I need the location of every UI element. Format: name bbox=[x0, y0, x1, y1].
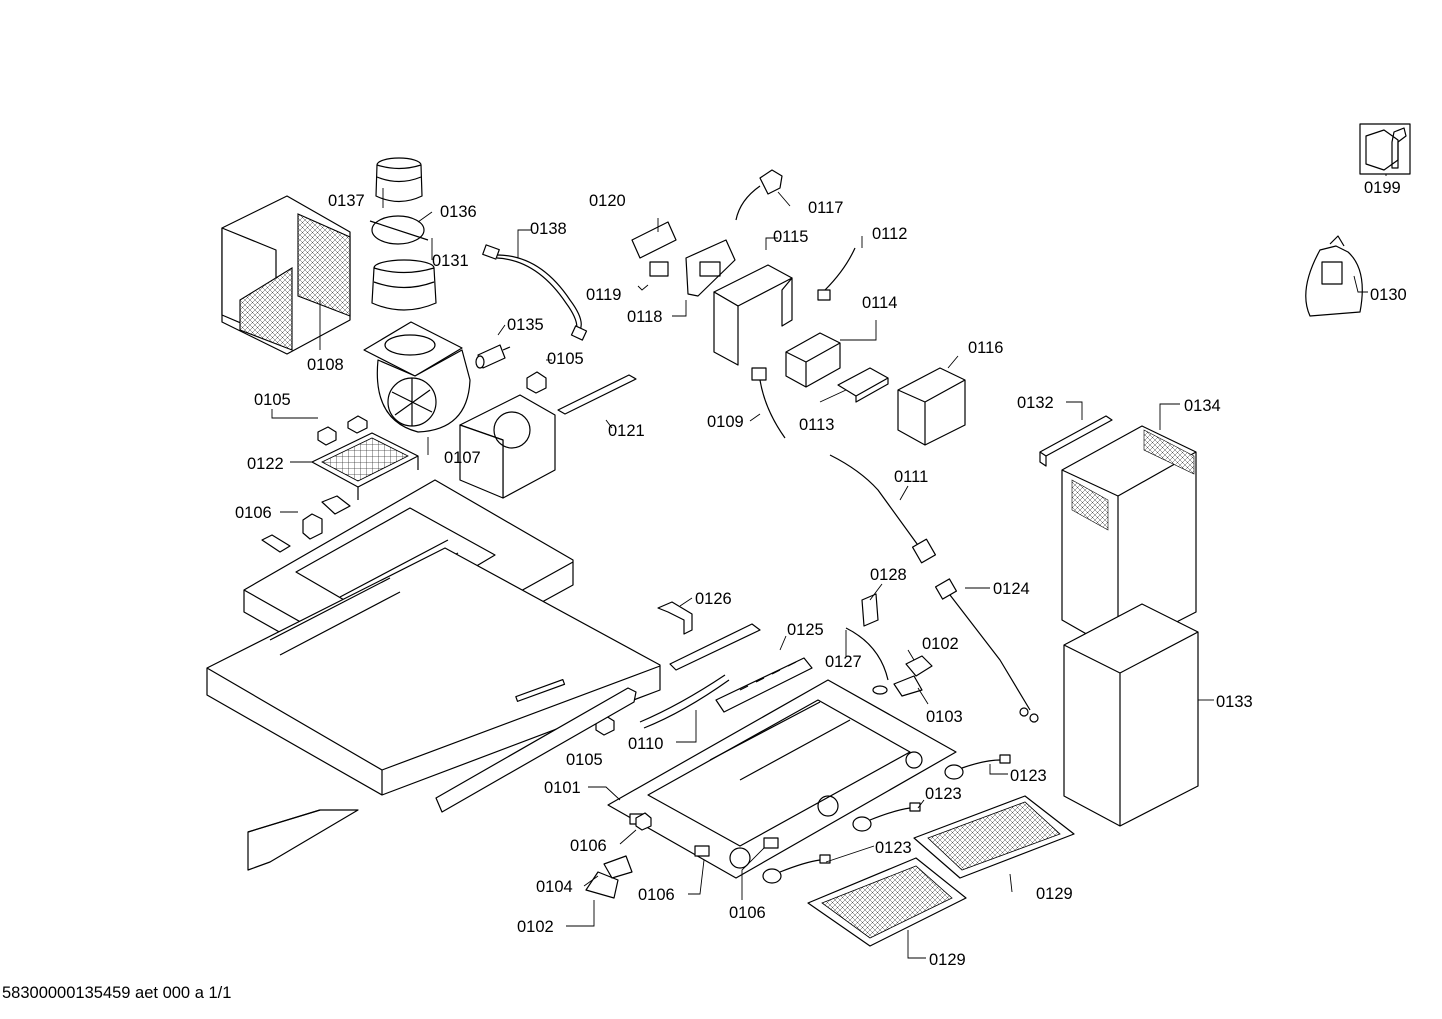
label-0105-b: 0105 bbox=[254, 391, 291, 409]
label-0117: 0117 bbox=[808, 199, 843, 217]
label-0123-c: 0123 bbox=[875, 839, 912, 857]
part-0138-cable bbox=[482, 244, 588, 341]
part-0127-sensor bbox=[845, 627, 889, 695]
part-0105-clip bbox=[317, 371, 615, 736]
label-0118: 0118 bbox=[627, 308, 662, 326]
label-0134: 0134 bbox=[1184, 397, 1221, 415]
motor-bracket bbox=[459, 394, 556, 499]
label-0127: 0127 bbox=[825, 653, 862, 671]
part-0101-lower-chassis bbox=[607, 679, 957, 879]
label-0104: 0104 bbox=[536, 878, 573, 896]
label-0102-a: 0102 bbox=[922, 635, 959, 653]
label-0103: 0103 bbox=[926, 708, 963, 726]
label-0131: 0131 bbox=[432, 252, 469, 270]
part-0125-control-strip bbox=[669, 623, 813, 713]
label-0105-a: 0105 bbox=[547, 350, 584, 368]
part-0123-lamp bbox=[762, 754, 1011, 884]
label-0199: 0199 bbox=[1364, 179, 1401, 197]
part-0116-filter-panel bbox=[897, 367, 966, 446]
part-0111-cable bbox=[829, 454, 937, 564]
part-0108-filter-box bbox=[221, 195, 351, 355]
label-0122: 0122 bbox=[247, 455, 284, 473]
label-0109: 0109 bbox=[707, 413, 744, 431]
part-0120-plate bbox=[631, 221, 677, 259]
leader-lines bbox=[271, 174, 1387, 959]
part-0104-knob-front bbox=[585, 855, 633, 899]
front-lip bbox=[247, 809, 359, 871]
document-code: 58300000135459 aet 000 a 1/1 bbox=[2, 984, 231, 1002]
label-0115: 0115 bbox=[773, 228, 808, 246]
label-0136: 0136 bbox=[440, 203, 477, 221]
label-0106-d: 0106 bbox=[729, 904, 766, 922]
label-0137: 0137 bbox=[328, 192, 365, 210]
label-0121: 0121 bbox=[608, 422, 645, 440]
part-0117-power-plug bbox=[735, 169, 783, 221]
part-0115-mounting-bracket bbox=[713, 264, 793, 366]
label-0129-b: 0129 bbox=[929, 951, 966, 969]
hood-main-body bbox=[206, 547, 661, 796]
label-0106-c: 0106 bbox=[638, 886, 675, 904]
label-0110: 0110 bbox=[628, 735, 663, 753]
part-0137-duct-collar bbox=[375, 157, 423, 203]
label-0106-a: 0106 bbox=[235, 504, 272, 522]
label-0125: 0125 bbox=[787, 621, 824, 639]
part-0135-capacitor bbox=[475, 344, 511, 369]
part-0132-chimney-bracket bbox=[1039, 415, 1113, 467]
label-0114: 0114 bbox=[862, 294, 897, 312]
label-0128: 0128 bbox=[870, 566, 907, 584]
part-0134-chimney-upper bbox=[1061, 425, 1197, 653]
label-0102-b: 0102 bbox=[517, 918, 554, 936]
label-0116: 0116 bbox=[968, 339, 1003, 357]
front-rail bbox=[435, 687, 637, 813]
part-0130-accessory-bag bbox=[1305, 235, 1363, 317]
label-0123-b: 0123 bbox=[925, 785, 962, 803]
label-0105-c: 0105 bbox=[566, 751, 603, 769]
label-0107: 0107 bbox=[444, 449, 481, 467]
label-0124: 0124 bbox=[993, 580, 1030, 598]
label-0133: 0133 bbox=[1216, 693, 1253, 711]
part-0114-transformer bbox=[785, 332, 841, 388]
part-0128-switch bbox=[861, 593, 879, 627]
part-0121-strip bbox=[557, 374, 637, 415]
part-0136-non-return-valve bbox=[369, 215, 429, 245]
part-0106-bracket-left bbox=[261, 495, 351, 553]
part-0133-chimney-lower bbox=[1063, 603, 1199, 827]
part-0107-fan-housing bbox=[363, 321, 471, 433]
part-0113-driver bbox=[837, 367, 889, 403]
part-labels: 0137 0136 0138 0131 0108 0135 0105 0105 … bbox=[235, 179, 1407, 969]
part-0124-cable bbox=[934, 578, 1039, 723]
label-0129-a: 0129 bbox=[1036, 885, 1073, 903]
label-0120: 0120 bbox=[589, 192, 626, 210]
part-0106-clip bbox=[635, 812, 652, 831]
label-0123-a: 0123 bbox=[1010, 767, 1047, 785]
label-0111: 0111 bbox=[894, 468, 928, 486]
part-0110-cable bbox=[639, 674, 730, 729]
part-0109-cable bbox=[751, 367, 786, 439]
label-0138: 0138 bbox=[530, 220, 567, 238]
part-0129-filter bbox=[807, 795, 1075, 947]
label-0112: 0112 bbox=[872, 225, 907, 243]
label-0106-b: 0106 bbox=[570, 837, 607, 855]
label-0130: 0130 bbox=[1370, 286, 1407, 304]
part-0102-knob bbox=[893, 655, 933, 697]
part-0118-switch-box bbox=[685, 239, 736, 297]
label-0126: 0126 bbox=[695, 590, 732, 608]
label-0113: 0113 bbox=[799, 416, 834, 434]
label-0132: 0132 bbox=[1017, 394, 1054, 412]
part-0131-duct-ring bbox=[371, 259, 437, 311]
part-0199-service-kit-icon bbox=[1359, 123, 1411, 175]
label-0119: 0119 bbox=[586, 286, 621, 304]
label-0135: 0135 bbox=[507, 316, 544, 334]
label-0108: 0108 bbox=[307, 356, 344, 374]
part-0119-terminal bbox=[649, 261, 669, 277]
label-0101: 0101 bbox=[544, 779, 581, 797]
part-0126-bracket bbox=[657, 601, 693, 635]
part-0112-wire bbox=[817, 247, 856, 301]
part-0122-grille bbox=[311, 432, 419, 500]
